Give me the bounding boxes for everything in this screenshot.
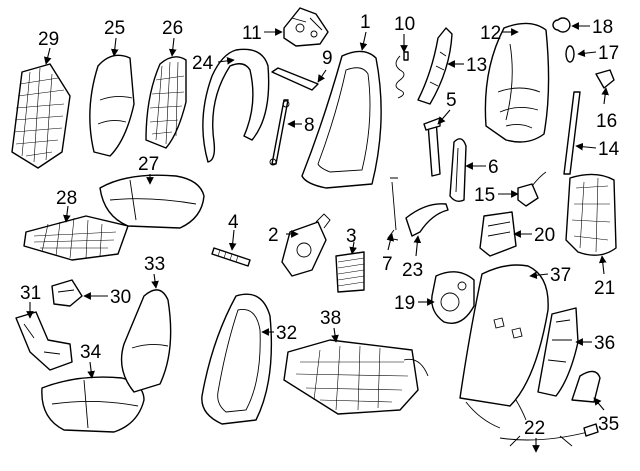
callout-20: 20 <box>534 225 555 246</box>
leader-28 <box>63 205 71 223</box>
callout-36: 36 <box>594 333 615 354</box>
part-27-cushion-cover <box>99 174 205 229</box>
part-38-harness <box>283 339 429 415</box>
part-23-trim <box>405 203 449 237</box>
callout-9: 9 <box>322 48 333 69</box>
callout-16: 16 <box>596 111 617 132</box>
callout-17: 17 <box>598 43 619 64</box>
callout-24: 24 <box>192 53 214 74</box>
part-3-lumbar-mat <box>335 251 365 293</box>
part-31-bracket <box>15 311 73 371</box>
callout-13: 13 <box>466 55 487 76</box>
part-21-back-shell <box>565 173 617 256</box>
callout-6: 6 <box>488 157 499 178</box>
leader-lines <box>26 22 609 453</box>
part-22-cable <box>499 423 599 447</box>
part-8-cable <box>269 99 290 166</box>
part-33-backrest-cover <box>120 289 172 393</box>
leader-3 <box>349 241 357 255</box>
callout-30: 30 <box>110 287 131 308</box>
callout-8: 8 <box>304 115 315 136</box>
leader-17 <box>577 49 597 58</box>
callout-7: 7 <box>382 254 393 275</box>
leader-37 <box>529 271 549 280</box>
callout-2: 2 <box>268 225 279 246</box>
leader-14 <box>575 142 597 151</box>
leader-25 <box>110 37 119 57</box>
part-32-backrest-cover <box>201 293 273 425</box>
callout-25: 25 <box>104 18 125 39</box>
part-24-side-frame <box>202 48 270 163</box>
callout-28: 28 <box>56 188 77 209</box>
part-30-cover <box>51 279 83 307</box>
part-12-backrest-shell <box>484 22 550 143</box>
callout-12: 12 <box>480 23 501 44</box>
part-15-connector <box>517 171 547 207</box>
callout-18: 18 <box>592 17 613 38</box>
callout-15: 15 <box>474 185 495 206</box>
leader-34 <box>87 361 95 379</box>
part-29-heater-mat <box>11 63 71 169</box>
part-11-bracket <box>283 7 329 47</box>
leader-21 <box>598 255 607 275</box>
leader-4 <box>228 229 237 251</box>
leader-24 <box>217 57 235 65</box>
callout-26: 26 <box>162 18 183 39</box>
callout-31: 31 <box>20 283 41 304</box>
part-6-pad <box>449 138 467 203</box>
part-35-trim <box>571 370 601 403</box>
callout-38: 38 <box>320 308 341 329</box>
leader-26 <box>168 37 177 57</box>
callout-23: 23 <box>402 260 423 281</box>
leader-16 <box>601 87 609 105</box>
callout-10: 10 <box>394 14 415 35</box>
part-17-disc <box>565 45 575 63</box>
callout-32: 32 <box>276 323 297 344</box>
callout-11: 11 <box>242 23 262 44</box>
callout-3: 3 <box>346 226 357 247</box>
leader-35 <box>593 397 605 411</box>
callout-22: 22 <box>524 418 545 439</box>
leader-5 <box>437 109 451 125</box>
leader-7 <box>386 233 395 251</box>
part-25-backrest-cover <box>89 54 135 157</box>
part-19-housing <box>431 271 475 324</box>
part-1-backrest-frame <box>301 50 382 189</box>
callout-34: 34 <box>80 342 102 363</box>
callout-21: 21 <box>594 278 615 299</box>
leader-9 <box>317 69 327 83</box>
callout-35: 35 <box>598 414 619 435</box>
part-16-clip <box>595 69 615 89</box>
part-2-motor <box>281 213 331 277</box>
part-9-rod <box>271 67 319 91</box>
callout-29: 29 <box>38 29 59 50</box>
callout-27: 27 <box>138 154 159 175</box>
callout-14: 14 <box>598 139 620 160</box>
callout-4: 4 <box>228 212 239 233</box>
callout-labels: 29 25 26 24 11 9 8 1 10 13 12 18 17 16 1… <box>20 12 620 439</box>
part-20-speaker <box>479 211 517 257</box>
part-28-cushion-heater <box>23 215 129 261</box>
leader-33 <box>151 273 159 289</box>
part-7-wire <box>387 177 399 241</box>
part-26-backrest-cover <box>145 56 187 149</box>
callout-1: 1 <box>360 12 371 33</box>
leader-1 <box>359 31 368 51</box>
callout-37: 37 <box>550 265 571 286</box>
callout-19: 19 <box>394 293 415 314</box>
leader-38 <box>331 327 339 343</box>
part-13-side-trim <box>417 27 453 105</box>
part-37-back-panel <box>459 264 549 429</box>
part-5-strip <box>423 117 441 177</box>
callout-33: 33 <box>144 254 165 275</box>
part-18-cap <box>552 17 571 33</box>
leader-23 <box>413 235 422 257</box>
leader-29 <box>43 47 52 65</box>
part-14-strip <box>563 91 581 175</box>
part-10-spring <box>395 51 409 99</box>
callout-5: 5 <box>446 90 457 111</box>
part-4-bolt <box>211 247 251 267</box>
